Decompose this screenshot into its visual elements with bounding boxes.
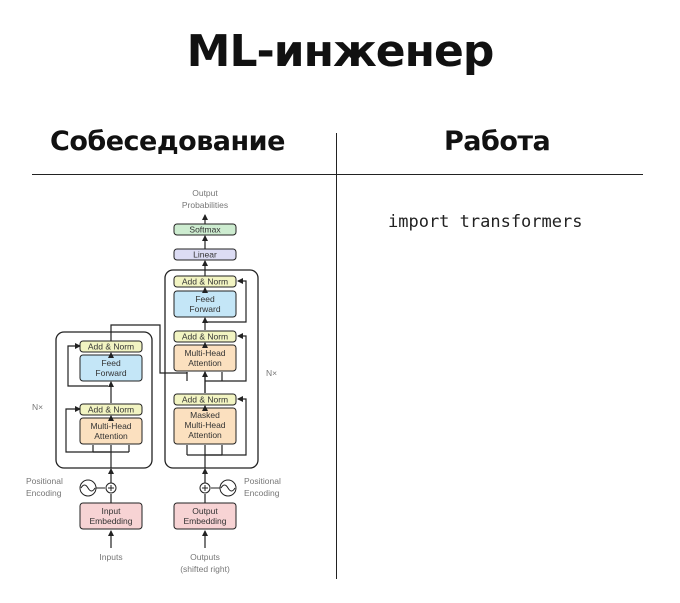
decoder-block-frame [164, 269, 259, 469]
output-embedding-line1: Output [192, 506, 218, 516]
encoder-nx-label: N× [32, 402, 43, 412]
decoder-residual-masked [205, 396, 247, 456]
decoder-feed-forward-line1: Feed [195, 294, 215, 304]
decoder-feed-forward-line2: Forward [189, 304, 220, 314]
linear-label: Linear [193, 250, 217, 260]
encoder-feed-forward-line1: Feed [101, 358, 121, 368]
decoder-positional-wave [220, 484, 236, 492]
column-header-work: Работа [444, 126, 551, 157]
decoder-residual-cross [205, 333, 247, 382]
decoder-masked-attention-line2: Multi-Head [184, 420, 225, 430]
decoder-add-plus [202, 485, 208, 491]
inputs-label: Inputs [99, 552, 122, 562]
decoder-positional-label-2: Encoding [244, 488, 280, 498]
encoder-positional-wave [80, 484, 96, 492]
input-embedding-box [79, 502, 143, 530]
output-embedding-line2: Embedding [183, 516, 226, 526]
decoder-add-norm-3-label: Add & Norm [182, 395, 228, 405]
softmax-label: Softmax [189, 225, 221, 235]
table-vertical-divider [336, 133, 337, 579]
output-probabilities-line2: Probabilities [182, 200, 228, 210]
encoder-attention-line1: Multi-Head [90, 421, 131, 431]
decoder-positional-label-1: Positional [244, 476, 281, 486]
page-title: ML-инженер [186, 26, 495, 77]
code-snippet: import transformers [388, 212, 583, 232]
decoder-nx-label: N× [266, 368, 277, 378]
decoder-masked-attention-inputs [186, 445, 223, 468]
decoder-cross-attention-inputs [186, 372, 223, 393]
column-header-interview: Собеседование [50, 126, 285, 157]
encoder-feed-forward-line2: Forward [95, 368, 126, 378]
encoder-add-norm-top-label: Add & Norm [88, 342, 134, 352]
encoder-attention-inputs [92, 445, 130, 468]
output-probabilities-line1: Output [192, 188, 218, 198]
decoder-masked-attention-line3: Attention [188, 430, 222, 440]
encoder-block-frame [55, 331, 153, 469]
encoder-attention-line2: Attention [94, 431, 128, 441]
decoder-add-norm-1-label: Add & Norm [182, 277, 228, 287]
table-horizontal-divider [32, 174, 643, 175]
encoder-residual-attn [65, 406, 110, 453]
input-embedding-line2: Embedding [89, 516, 132, 526]
output-embedding-box [173, 502, 237, 530]
decoder-add-norm-2-label: Add & Norm [182, 332, 228, 342]
encoder-add-norm-bottom-label: Add & Norm [88, 405, 134, 415]
encoder-add-plus [108, 485, 114, 491]
encoder-positional-label-2: Encoding [26, 488, 62, 498]
input-embedding-line1: Input [102, 506, 122, 516]
encoder-positional-label-1: Positional [26, 476, 63, 486]
outputs-label-2: (shifted right) [180, 564, 230, 574]
decoder-residual-ffn [205, 278, 247, 323]
decoder-masked-attention-line1: Masked [190, 410, 220, 420]
encoder-residual-ffn [67, 343, 108, 387]
decoder-cross-attention-line2: Attention [188, 358, 222, 368]
outputs-label-1: Outputs [190, 552, 220, 562]
decoder-cross-attention-line1: Multi-Head [184, 348, 225, 358]
